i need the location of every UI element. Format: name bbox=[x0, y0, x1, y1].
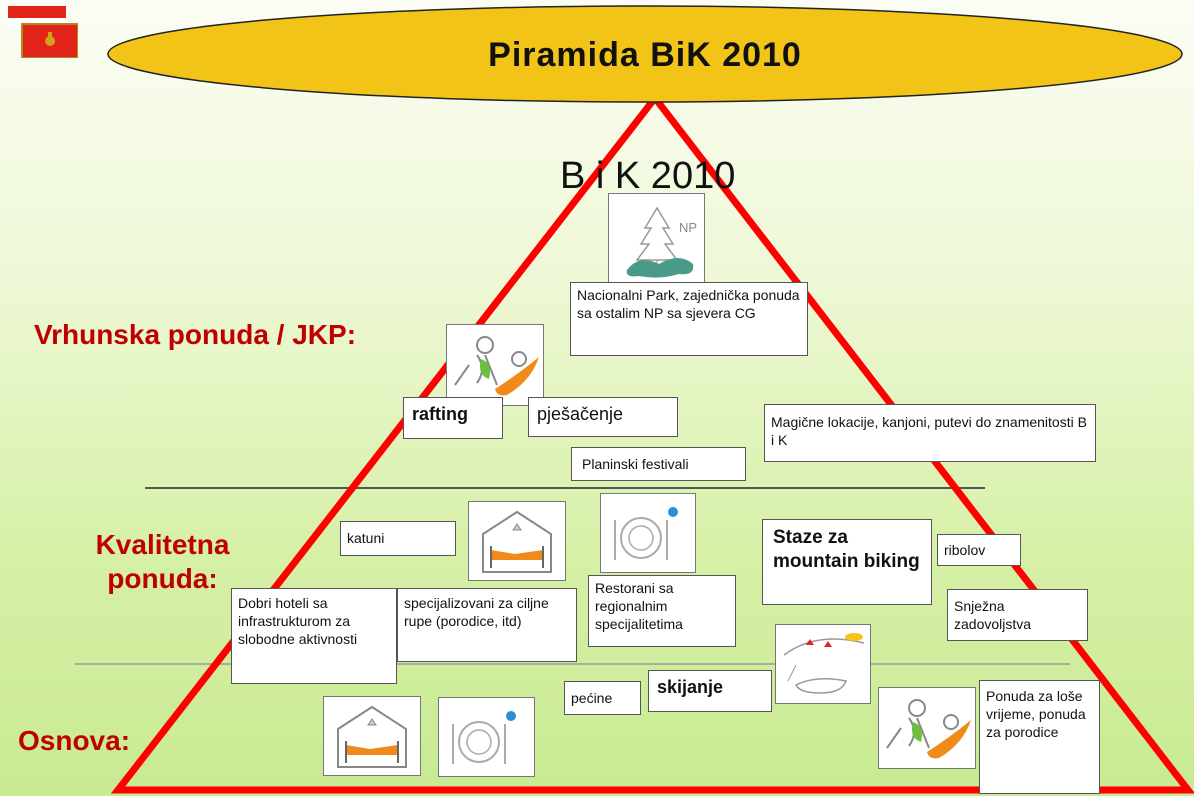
box-dobri-hoteli: Dobri hoteli sa infrastrukturom za slobo… bbox=[231, 588, 397, 684]
box-skijanje: skijanje bbox=[648, 670, 772, 712]
level-label-middle: Kvalitetna ponuda: bbox=[95, 529, 230, 594]
box-magicne-lokacije: Magične lokacije, kanjoni, putevi do zna… bbox=[764, 404, 1096, 462]
box-pecine: pećine bbox=[564, 681, 641, 715]
box-rafting: rafting bbox=[403, 397, 503, 439]
box-katuni: katuni bbox=[340, 521, 456, 556]
box-ponuda-lose: Ponuda za loše vrijeme, ponuda za porodi… bbox=[979, 680, 1100, 794]
ski-landscape-icon bbox=[775, 624, 871, 704]
house-bed-icon bbox=[468, 501, 566, 581]
svg-text:NP: NP bbox=[679, 220, 697, 235]
title-ellipse bbox=[107, 5, 1183, 103]
np-tree-icon: NP bbox=[608, 193, 705, 289]
box-pjesacenje: pješačenje bbox=[528, 397, 678, 437]
box-nacionalni-park: Nacionalni Park, zajednička ponuda sa os… bbox=[570, 282, 808, 356]
level-label-top: Vrhunska ponuda / JKP: bbox=[33, 319, 357, 350]
box-planinski-festivali: Planinski festivali bbox=[571, 447, 746, 481]
flag-icon bbox=[8, 6, 79, 59]
plate-cutlery-icon bbox=[600, 493, 696, 573]
rafting-icon bbox=[446, 324, 544, 406]
house-bed-icon bbox=[323, 696, 421, 776]
box-staze: Staze za mountain biking bbox=[762, 519, 932, 605]
rafting-icon bbox=[878, 687, 976, 769]
box-restorani: Restorani sa regionalnim specijalitetima bbox=[588, 575, 736, 647]
box-ribolov: ribolov bbox=[937, 534, 1021, 566]
box-snijezna: Snježna zadovoljstva bbox=[947, 589, 1088, 641]
box-specijalizovani: specijalizovani za ciljne rupe (porodice… bbox=[397, 588, 577, 662]
level-label-base: Osnova: bbox=[18, 725, 131, 756]
pyramid-subtitle: B i K 2010 bbox=[560, 155, 736, 197]
plate-cutlery-icon bbox=[438, 697, 535, 777]
page-title: Piramida BiK 2010 bbox=[488, 36, 802, 74]
